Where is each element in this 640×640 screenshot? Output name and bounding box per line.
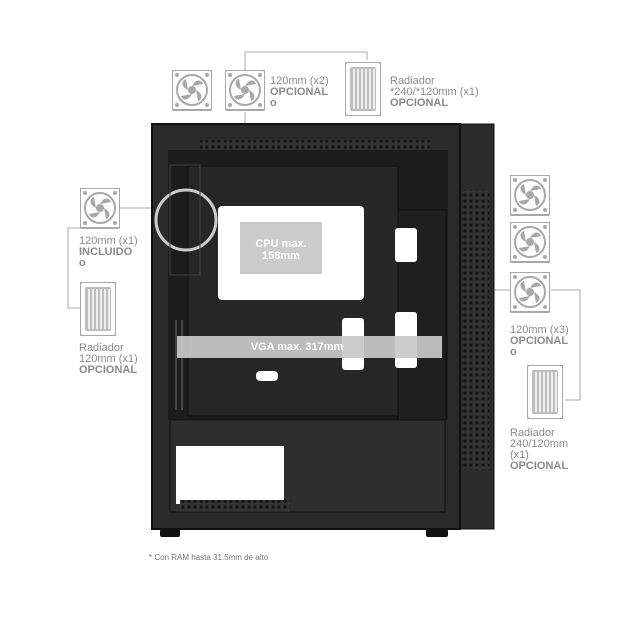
top-fans-label: 120mm (x2) OPCIONAL o <box>270 75 329 109</box>
front-radiator-label: Radiador 240/120mm (x1) OPCIONAL <box>510 427 569 472</box>
fan-icon <box>510 222 550 263</box>
top-radiator-label: Radiador *240/*120mm (x1) OPCIONAL <box>390 75 479 109</box>
rear-fan-label: 120mm (x1) INCLUIDO o <box>79 235 138 269</box>
fan-icon <box>510 175 550 216</box>
front-fans-label: 120mm (x3) OPCIONAL o <box>510 324 569 358</box>
footnote: * Con RAM hasta 31.5mm de alto <box>149 553 269 562</box>
vga-clearance-text: VGA max. 317mm <box>250 341 344 353</box>
rear-radiator-label: Radiador 120mm (x1) OPCIONAL <box>79 342 138 376</box>
fan-icon <box>80 188 120 229</box>
radiator-icon <box>527 365 563 419</box>
cpu-clearance-text: CPU max. 158mm <box>255 238 307 262</box>
radiator-icon <box>80 282 116 336</box>
fan-icon <box>510 272 550 313</box>
vga-clearance-overlay <box>177 336 442 358</box>
pc-case <box>151 123 495 537</box>
fan-icon <box>172 70 212 111</box>
cpu-clearance-overlay <box>240 222 322 274</box>
fan-icon <box>225 70 265 111</box>
radiator-icon <box>345 62 381 116</box>
